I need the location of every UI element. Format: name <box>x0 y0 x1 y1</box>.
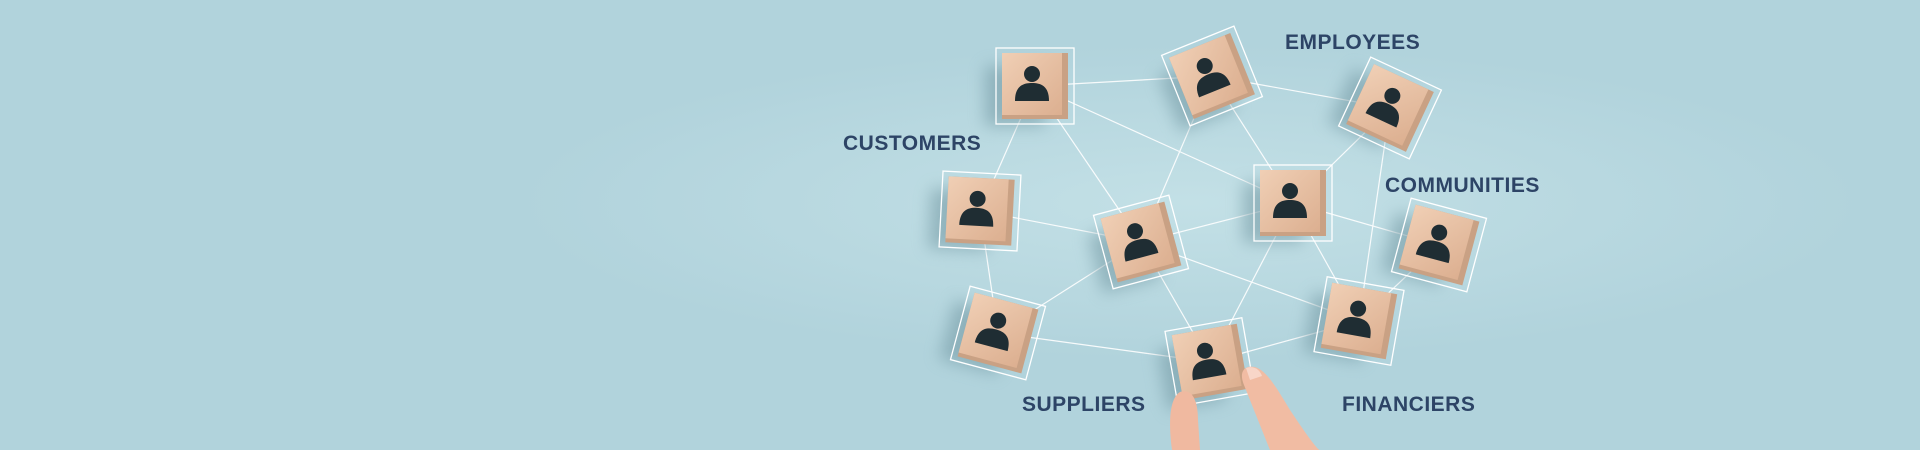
person-icon <box>969 190 986 207</box>
person-icon <box>1024 66 1040 82</box>
person-icon <box>1126 223 1143 240</box>
person-icon <box>1196 57 1213 74</box>
person-icon <box>1384 87 1401 104</box>
person-block <box>927 170 1022 252</box>
person-block <box>1243 164 1333 243</box>
fingernail <box>1246 367 1262 380</box>
label-employees: EMPLOYEES <box>1285 31 1421 54</box>
network-line <box>1358 107 1391 322</box>
person-block <box>1380 197 1488 293</box>
person-block <box>1158 25 1264 132</box>
person-block <box>1157 317 1256 411</box>
person-block <box>1302 276 1405 366</box>
person-icon <box>990 312 1007 329</box>
label-communities: COMMUNITIES <box>1385 174 1540 197</box>
index-finger <box>1241 366 1320 450</box>
person-icon <box>1196 342 1213 359</box>
person-block <box>1087 194 1190 294</box>
label-suppliers: SUPPLIERS <box>1022 393 1146 416</box>
person-blocks <box>927 25 1488 411</box>
hand <box>1170 366 1320 450</box>
person-icon <box>1350 300 1367 317</box>
person-block <box>1327 56 1443 160</box>
thumb <box>1170 391 1200 450</box>
label-customers: CUSTOMERS <box>843 132 982 155</box>
person-block <box>985 47 1075 126</box>
person-icon <box>1282 183 1298 199</box>
label-financiers: FINANCIERS <box>1342 393 1476 416</box>
person-block <box>939 285 1047 381</box>
person-icon <box>1431 224 1448 241</box>
